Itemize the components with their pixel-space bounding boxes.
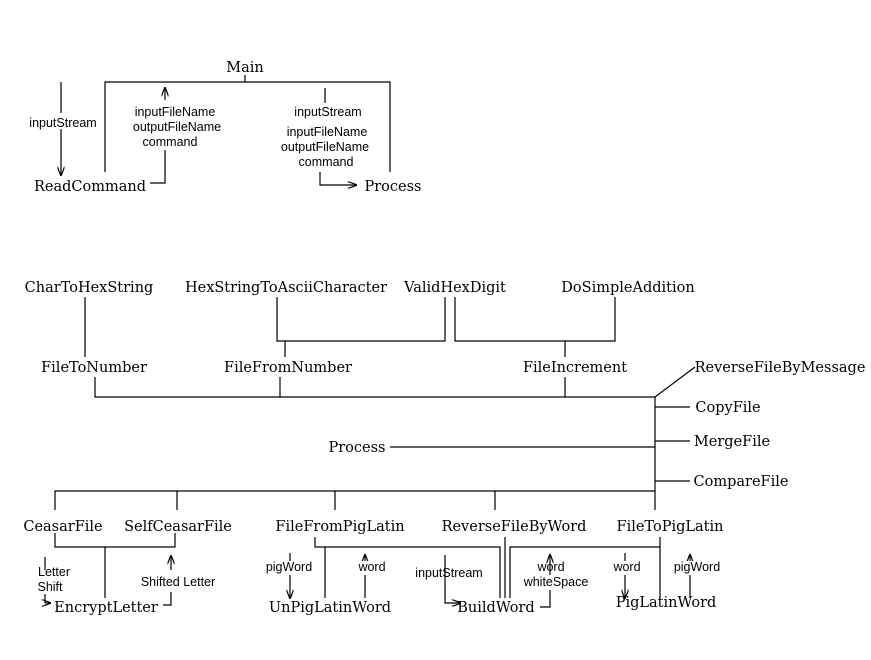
module-valid-hex-digit: ValidHexDigit (403, 280, 506, 296)
module-hex-string-to-ascii-character: HexStringToAsciiCharacter (185, 280, 387, 296)
module-main: Main (226, 60, 263, 76)
module-pig-latin-word: PigLatinWord (616, 595, 717, 611)
flow-shifted-letter: Shifted Letter (141, 575, 215, 589)
connectors-process (54, 297, 696, 510)
flow-input-stream: inputStream (29, 116, 96, 130)
module-file-from-number: FileFromNumber (224, 360, 352, 376)
module-encrypt-letter: EncryptLetter (54, 600, 158, 616)
module-self-ceasar-file: SelfCeasarFile (124, 519, 232, 535)
module-process-top: Process (364, 179, 421, 195)
module-file-to-number: FileToNumber (41, 360, 147, 376)
module-reverse-file-by-word: ReverseFileByWord (442, 519, 587, 535)
module-file-increment: FileIncrement (523, 360, 627, 376)
flow-input-file-name: inputFileName (287, 125, 368, 139)
flow-word: word (536, 560, 564, 574)
flow-input-file-name: inputFileName (135, 105, 216, 119)
module-process: Process (328, 440, 385, 456)
flow-output-file-name: outputFileName (133, 120, 221, 134)
flow-command: command (143, 135, 198, 149)
flow-input-stream: inputStream (415, 566, 482, 580)
module-merge-file: MergeFile (694, 434, 770, 450)
module-char-to-hex-string: CharToHexString (25, 280, 154, 296)
flow-white-space: whiteSpace (523, 575, 589, 589)
flow-input-stream: inputStream (294, 105, 361, 119)
connectors-bottom (45, 533, 690, 608)
module-ceasar-file: CeasarFile (23, 519, 102, 535)
module-file-to-pig-latin: FileToPigLatin (617, 519, 724, 535)
module-read-command: ReadCommand (34, 179, 146, 195)
module-reverse-file-by-message: ReverseFileByMessage (695, 360, 866, 376)
module-build-word: BuildWord (457, 600, 534, 616)
flow-command: command (299, 155, 354, 169)
flow-letter: Letter (38, 565, 70, 579)
flow-output-file-name: outputFileName (281, 140, 369, 154)
flow-word: word (612, 560, 640, 574)
module-copy-file: CopyFile (695, 400, 760, 416)
module-do-simple-addition: DoSimpleAddition (561, 280, 694, 296)
flow-pig-word: pigWord (674, 560, 720, 574)
module-file-from-pig-latin: FileFromPigLatin (275, 519, 404, 535)
module-un-pig-latin-word: UnPigLatinWord (269, 600, 391, 616)
flow-shift: Shift (37, 580, 63, 594)
module-compare-file: CompareFile (694, 474, 789, 490)
flow-pig-word: pigWord (266, 560, 312, 574)
flow-word: word (357, 560, 385, 574)
